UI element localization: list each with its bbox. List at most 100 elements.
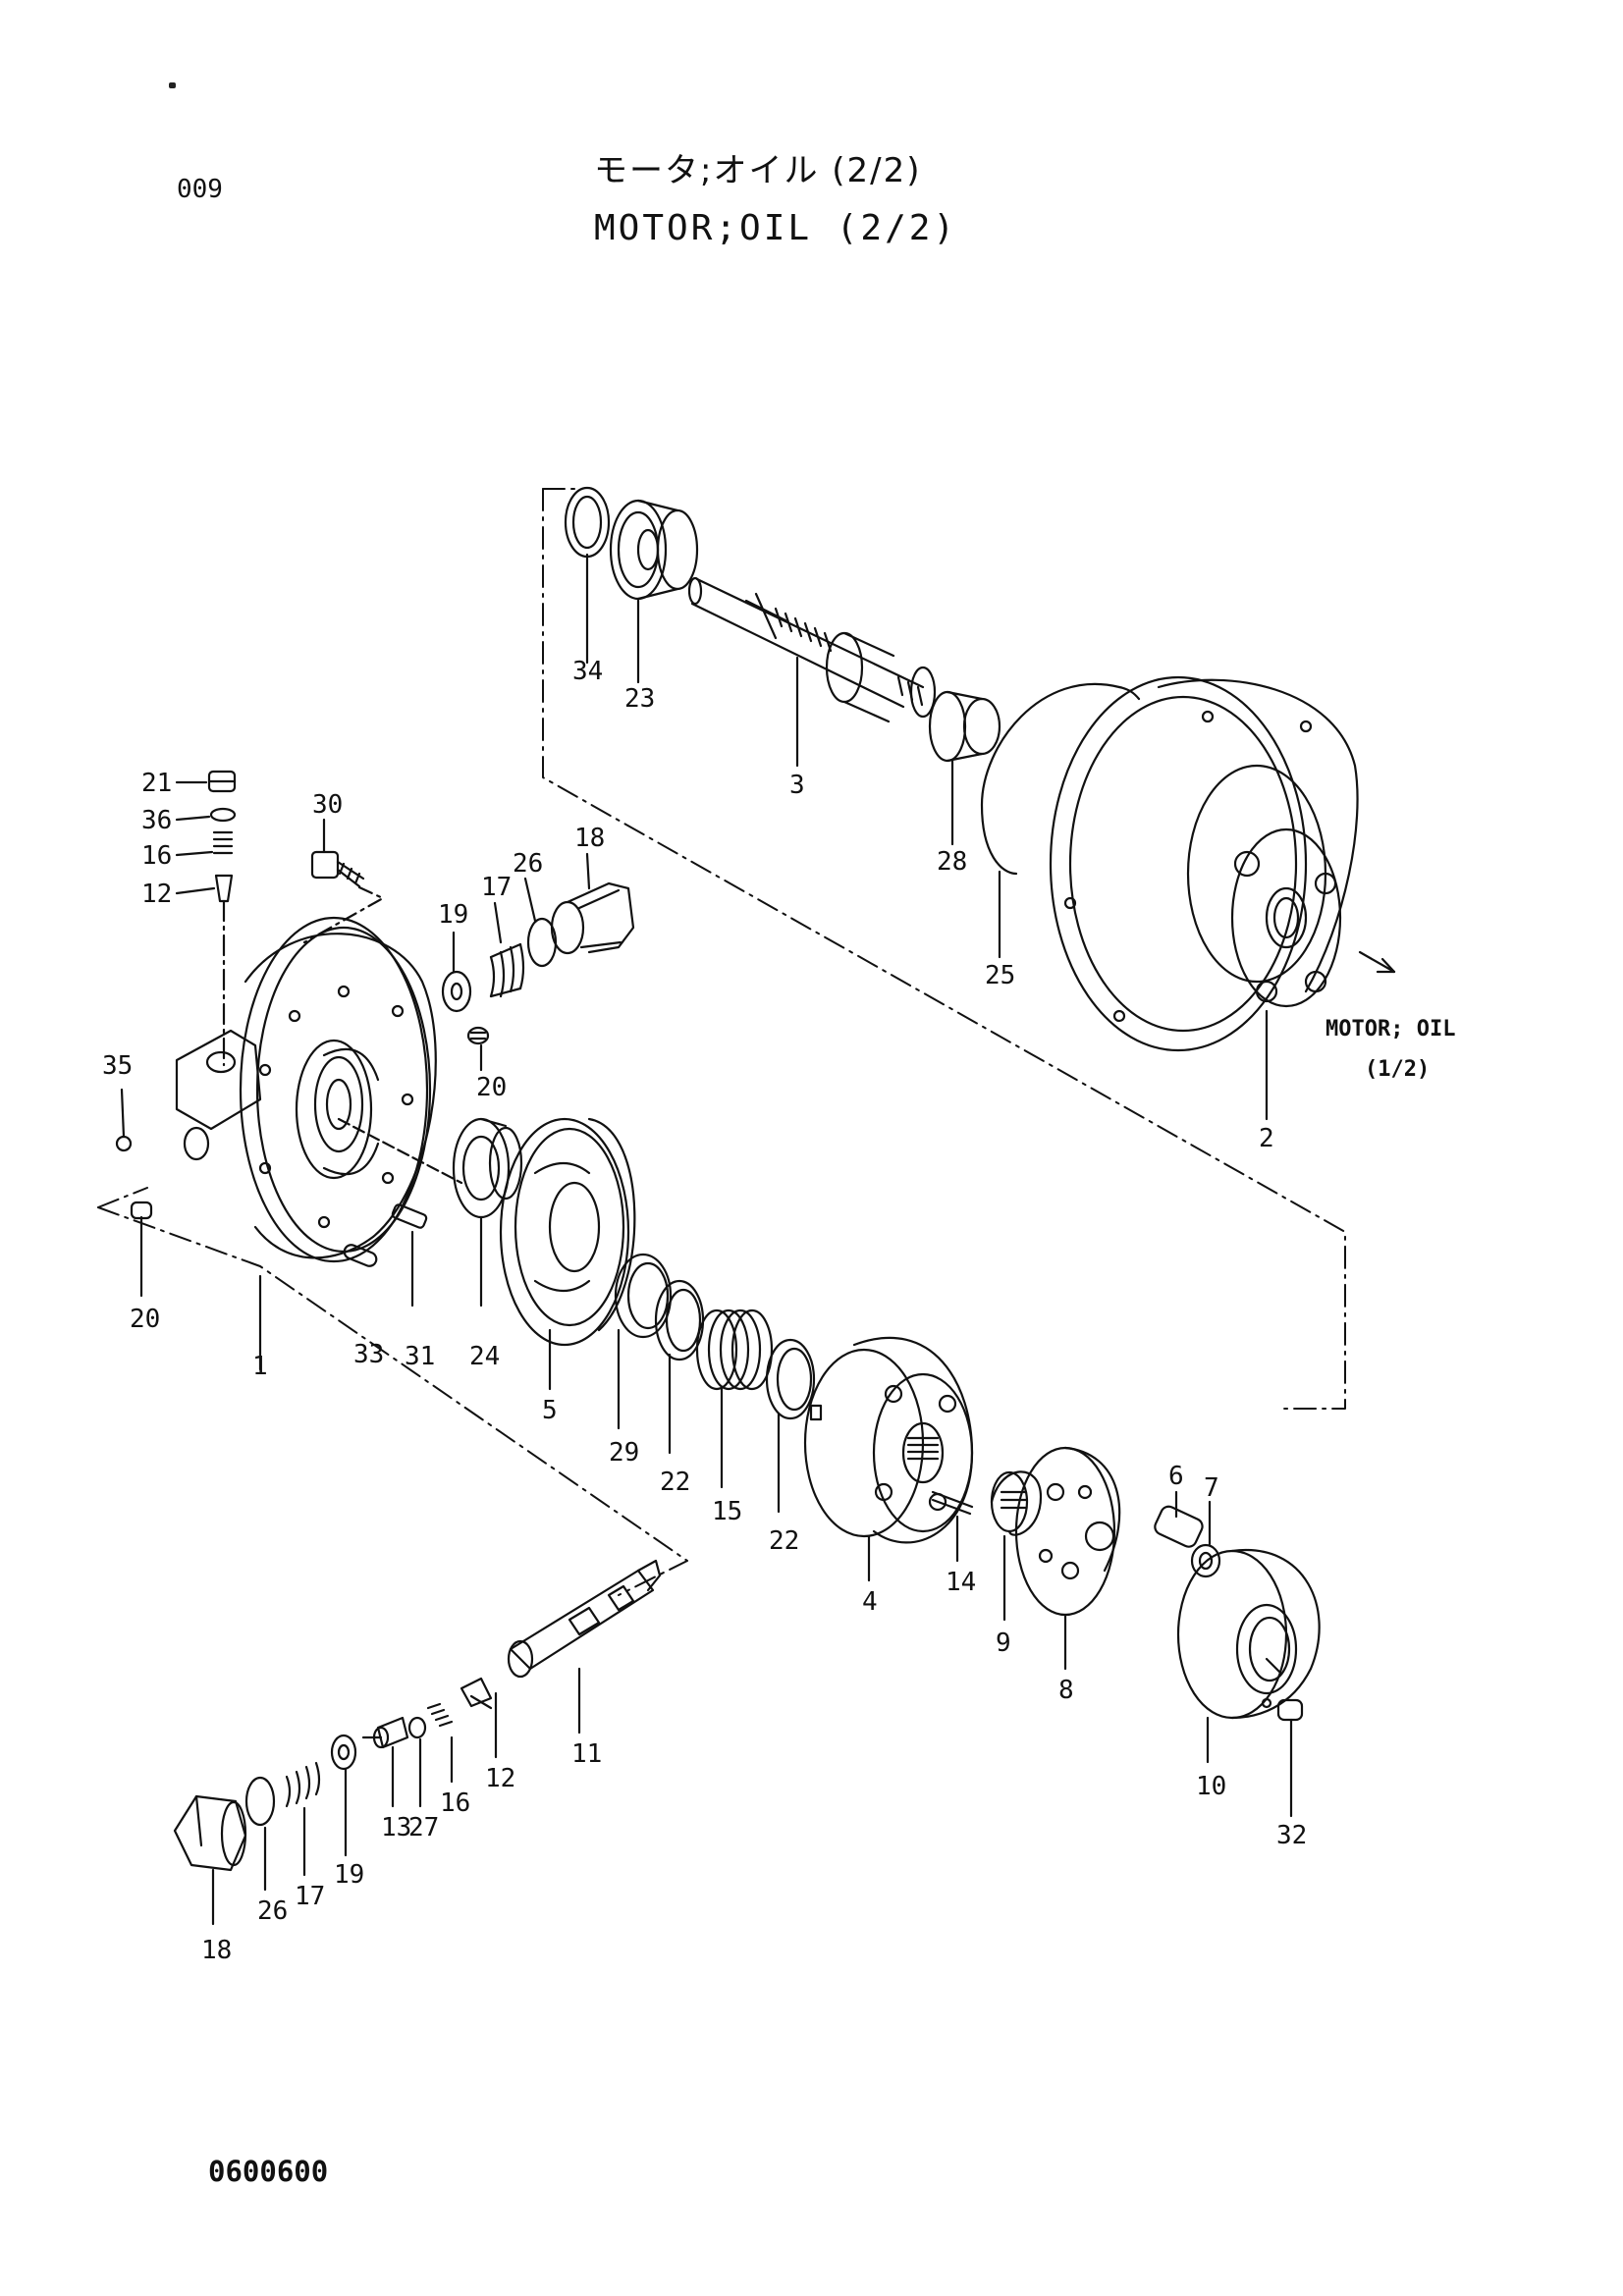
plug-21 (207, 770, 237, 793)
callout-30: 30 (312, 790, 343, 820)
bolt-30 (302, 850, 385, 944)
callout-16-lower: 16 (440, 1789, 470, 1818)
callout-9: 9 (996, 1629, 1011, 1658)
spool-11 (507, 1559, 662, 1735)
assembly-bracket-upper (542, 488, 1346, 1410)
callout-33: 33 (353, 1340, 384, 1369)
callout-32: 32 (1276, 1821, 1307, 1850)
ring-22-b (765, 1338, 816, 1514)
o-ring-25 (980, 682, 1141, 876)
seat-7 (1190, 1500, 1221, 1578)
callout-13: 13 (381, 1813, 411, 1842)
callout-18: 18 (574, 824, 605, 853)
o-ring-27 (407, 1716, 427, 1808)
page-number: 009 (177, 175, 223, 204)
plug-18 (550, 881, 635, 955)
callout-2: 2 (1259, 1124, 1274, 1153)
rotor-4 (803, 1336, 974, 1582)
callout-11: 11 (571, 1739, 602, 1769)
cover-10 (1176, 1548, 1321, 1764)
pin-33 (343, 1244, 378, 1267)
plate-5 (499, 1117, 636, 1391)
leader-35 (120, 1088, 126, 1139)
assembly-bracket-lower (97, 1187, 688, 1596)
ring-22-a (654, 1279, 705, 1455)
leader-36 (175, 815, 211, 822)
callout-20: 20 (476, 1073, 507, 1102)
o-ring-36 (209, 807, 237, 823)
callout-19: 19 (438, 900, 468, 930)
callout-27: 27 (408, 1813, 439, 1842)
callout-34: 34 (572, 657, 603, 686)
housing-2 (1049, 675, 1359, 1052)
callout-26: 26 (513, 849, 543, 879)
callout-36: 36 (141, 806, 172, 835)
o-ring-26-lower (244, 1776, 276, 1892)
spring-15 (695, 1308, 774, 1489)
callout-5: 5 (542, 1396, 558, 1425)
leader-18 (585, 852, 591, 890)
set-screw-20-upper (466, 1026, 490, 1045)
cross-reference-arrow (1358, 950, 1396, 974)
callout-22-b: 22 (769, 1526, 799, 1556)
plate-8 (1014, 1446, 1121, 1671)
callout-12-lower: 12 (485, 1764, 515, 1793)
pin-31 (391, 1203, 428, 1308)
callout-24: 24 (469, 1342, 500, 1371)
shaft-3 (687, 576, 937, 723)
page-title-japanese: モータ;オイル (2/2) (594, 151, 922, 190)
snap-ring-29 (614, 1253, 673, 1430)
bearing-24 (452, 1117, 523, 1308)
callout-10: 10 (1196, 1772, 1226, 1801)
spring-16-lower (426, 1702, 454, 1784)
snap-ring-34 (564, 486, 611, 559)
page-title: MOTOR;OIL (2/2) (594, 208, 958, 248)
callout-18-lower: 18 (201, 1936, 232, 1965)
callout-6: 6 (1168, 1462, 1184, 1491)
callout-25: 25 (985, 961, 1015, 990)
leader-16 (175, 850, 214, 857)
screw-35 (115, 1135, 133, 1152)
callout-28: 28 (937, 847, 967, 877)
washer-19-lower (330, 1734, 357, 1857)
reference-code: 0600600 (208, 2155, 329, 2188)
spring-17 (489, 942, 525, 998)
callout-17-lower: 17 (295, 1882, 325, 1911)
cross-reference-label: MOTOR; OIL (1325, 1017, 1455, 1041)
callout-3: 3 (789, 771, 805, 800)
set-screw-20-lower (130, 1201, 153, 1220)
bushing-9 (990, 1470, 1043, 1622)
valve-6 (1154, 1490, 1204, 1548)
callout-22: 22 (660, 1468, 690, 1497)
callout-15: 15 (712, 1497, 742, 1526)
poppet-12 (214, 874, 234, 1067)
pin-14 (931, 1490, 974, 1563)
callout-12: 12 (141, 880, 172, 909)
callout-14: 14 (946, 1568, 976, 1597)
callout-20-lower: 20 (130, 1305, 160, 1334)
spring-17-lower (285, 1761, 321, 1877)
pin-32 (1261, 1697, 1304, 1818)
callout-1: 1 (252, 1352, 268, 1381)
callout-35: 35 (102, 1051, 133, 1081)
plug-18-lower (173, 1794, 247, 1926)
valve-body-1 (175, 916, 463, 1371)
poppet-13 (361, 1716, 409, 1808)
callout-16: 16 (141, 841, 172, 871)
bearing-28 (928, 690, 1001, 763)
callout-21: 21 (141, 769, 172, 798)
washer-19 (441, 970, 472, 1013)
callout-31: 31 (405, 1342, 435, 1371)
callout-29: 29 (609, 1438, 639, 1468)
callout-17: 17 (481, 873, 512, 902)
stray-mark (169, 82, 176, 88)
callout-26-lower: 26 (257, 1896, 288, 1926)
leader-17 (493, 901, 503, 944)
cross-reference-page: (1/2) (1365, 1057, 1430, 1082)
callout-23: 23 (624, 684, 655, 714)
bearing-23 (609, 499, 699, 601)
leader-12 (175, 886, 216, 895)
callout-19-lower: 19 (334, 1860, 364, 1890)
callout-8: 8 (1058, 1676, 1074, 1705)
